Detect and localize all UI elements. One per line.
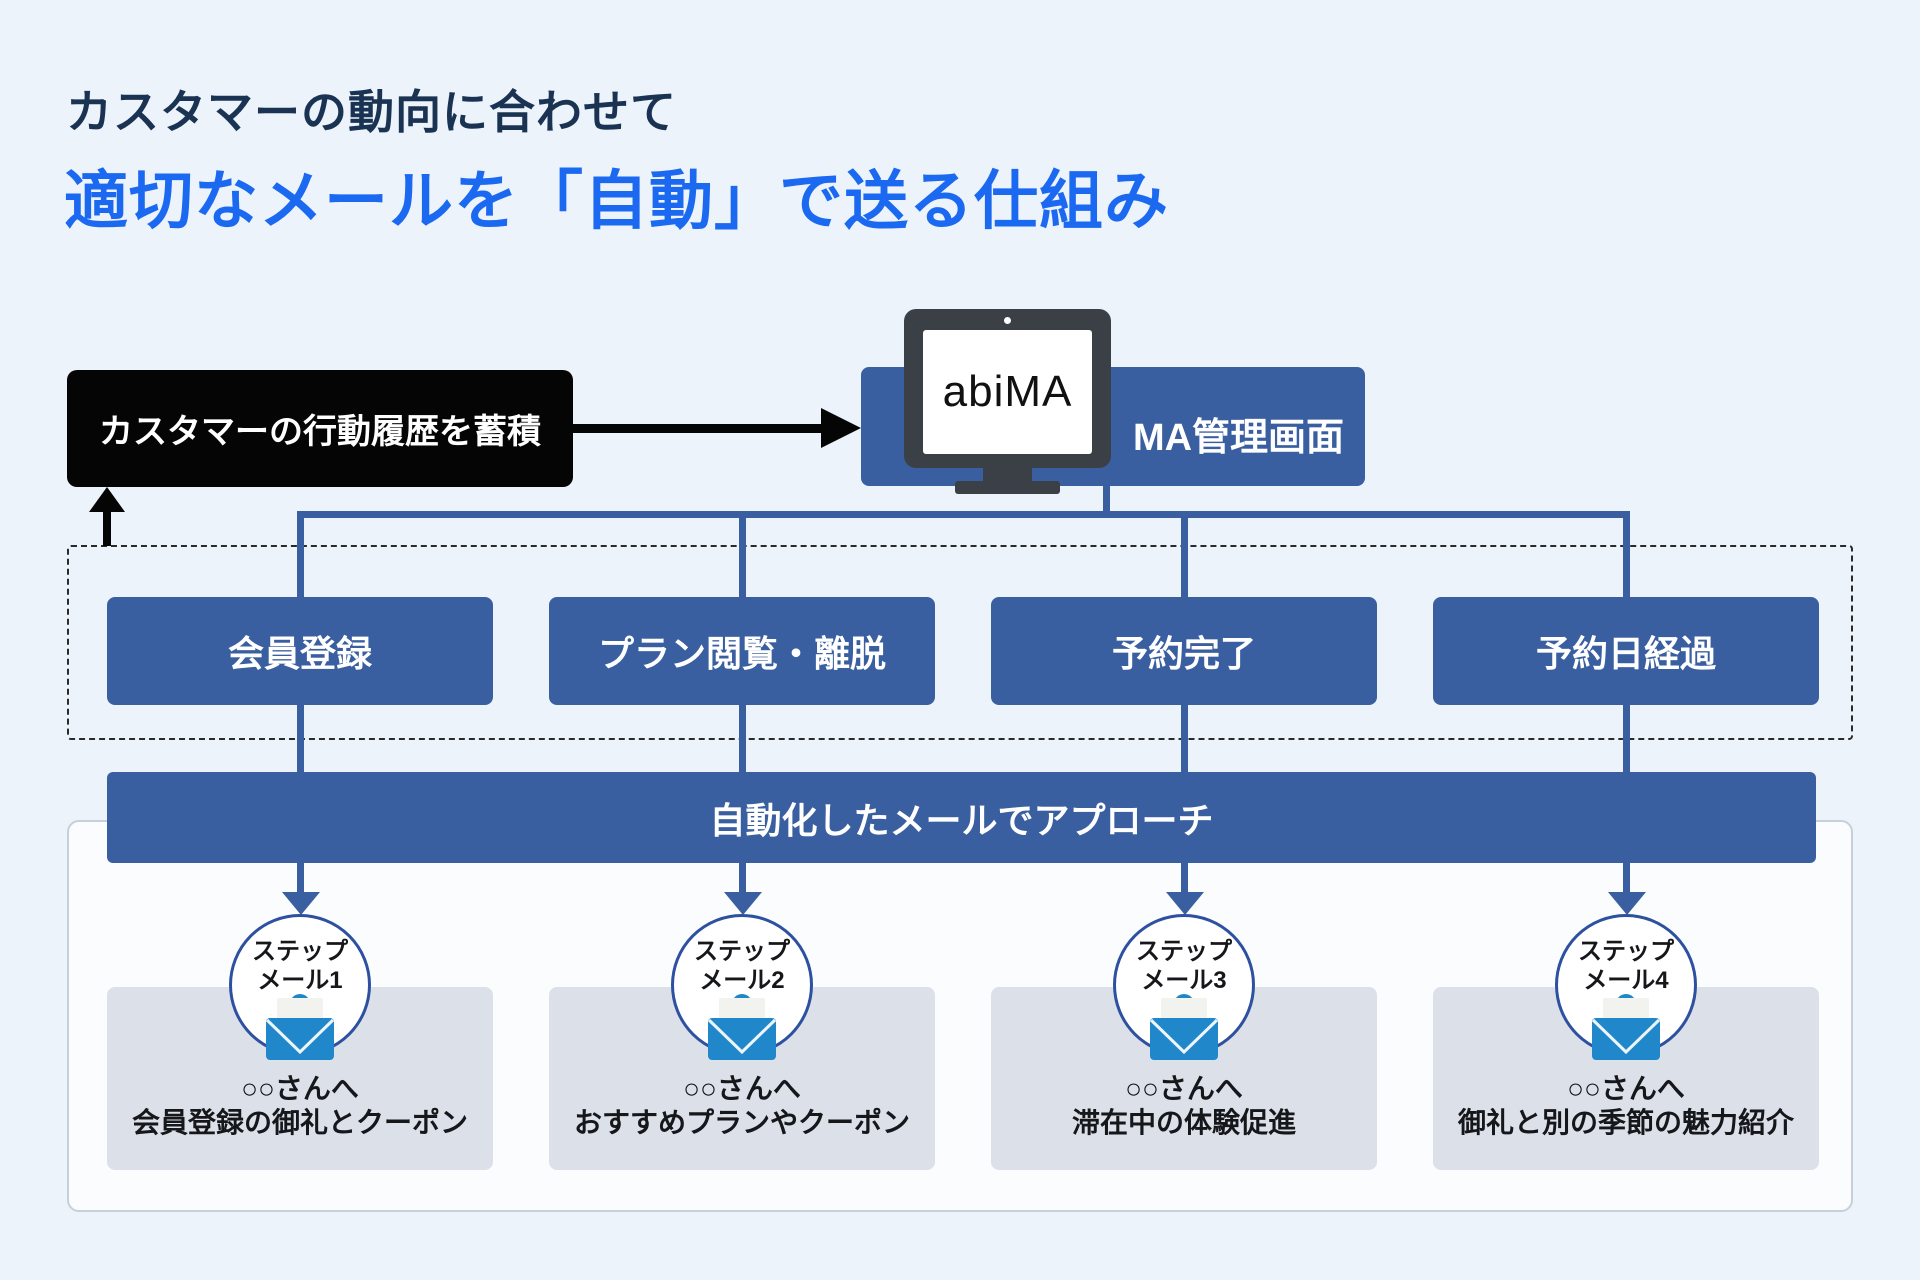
mail-step-column-2: ステップ メール2 ○○さんへ おすすめプランやクーポン [549,863,935,1213]
step-mail-badge-2: ステップ メール2 [671,914,813,1060]
arrow-to-ma-shaft [573,424,823,433]
event-box-booking-done: 予約完了 [991,597,1377,705]
mail-step-column-4: ステップ メール4 ○○さんへ 御礼と別の季節の魅力紹介 [1433,863,1819,1213]
down-arrow-shaft [739,863,746,894]
down-arrow-shaft [297,863,304,894]
step-mail-label: ステップ メール1 [252,938,348,994]
down-arrow-head [1166,892,1204,915]
down-arrow-shaft [1623,863,1630,894]
connector-mid-1 [297,703,304,773]
event-box-date-passed: 予約日経過 [1433,597,1819,705]
step-mail-badge-1: ステップ メール1 [229,914,371,1060]
mail-description: ○○さんへ 滞在中の体験促進 [1071,1073,1296,1138]
connector-drop-3 [1181,511,1188,598]
step-mail-label: ステップ メール3 [1136,938,1232,994]
monitor-stand-base [955,481,1060,494]
event-box-plan-view: プラン閲覧・離脱 [549,597,935,705]
step-mail-badge-3: ステップ メール3 [1113,914,1255,1060]
step-mail-badge-4: ステップ メール4 [1555,914,1697,1060]
mail-description: ○○さんへ 会員登録の御礼とクーポン [131,1073,468,1138]
envelope-icon [707,994,777,1060]
approach-bar: 自動化したメールでアプローチ [107,772,1816,863]
mail-step-column-1: ステップ メール1 ○○さんへ 会員登録の御礼とクーポン [107,863,493,1213]
title-line-2: 適切なメールを「自動」で送る仕組み [64,165,1169,237]
envelope-icon [265,994,335,1060]
step-mail-label: ステップ メール2 [694,938,790,994]
connector-drop-4 [1623,511,1630,598]
feedback-arrow-shaft [103,510,111,546]
events-dashed-zone [67,545,1853,740]
monitor-camera-dot [1004,317,1011,324]
feedback-arrow-head [89,487,125,512]
ma-admin-label: MA管理画面 [1132,417,1345,459]
connector-drop-1 [297,511,304,598]
envelope-icon [1591,994,1661,1060]
mail-description: ○○さんへ 御礼と別の季節の魅力紹介 [1457,1073,1794,1138]
arrow-to-ma-head [821,408,861,448]
connector-drop-2 [739,511,746,598]
connector-horizontal [297,511,1630,518]
down-arrow-head [1608,892,1646,915]
connector-mid-4 [1623,703,1630,773]
monitor-stand-neck [983,468,1032,483]
down-arrow-head [282,892,320,915]
connector-mid-3 [1181,703,1188,773]
customer-history-box: カスタマーの行動履歴を蓄積 [67,370,573,487]
mail-description: ○○さんへ おすすめプランやクーポン [573,1073,910,1138]
step-mail-label: ステップ メール4 [1578,938,1674,994]
envelope-icon [1149,994,1219,1060]
event-box-registration: 会員登録 [107,597,493,705]
monitor-screen-text: abiMA [923,330,1092,454]
monitor-icon: abiMA [904,309,1111,494]
down-arrow-shaft [1181,863,1188,894]
down-arrow-head [724,892,762,915]
mail-step-column-3: ステップ メール3 ○○さんへ 滞在中の体験促進 [991,863,1377,1213]
connector-ma-vertical [1103,484,1110,514]
title-line-1: カスタマーの動向に合わせて [66,86,677,138]
connector-mid-2 [739,703,746,773]
